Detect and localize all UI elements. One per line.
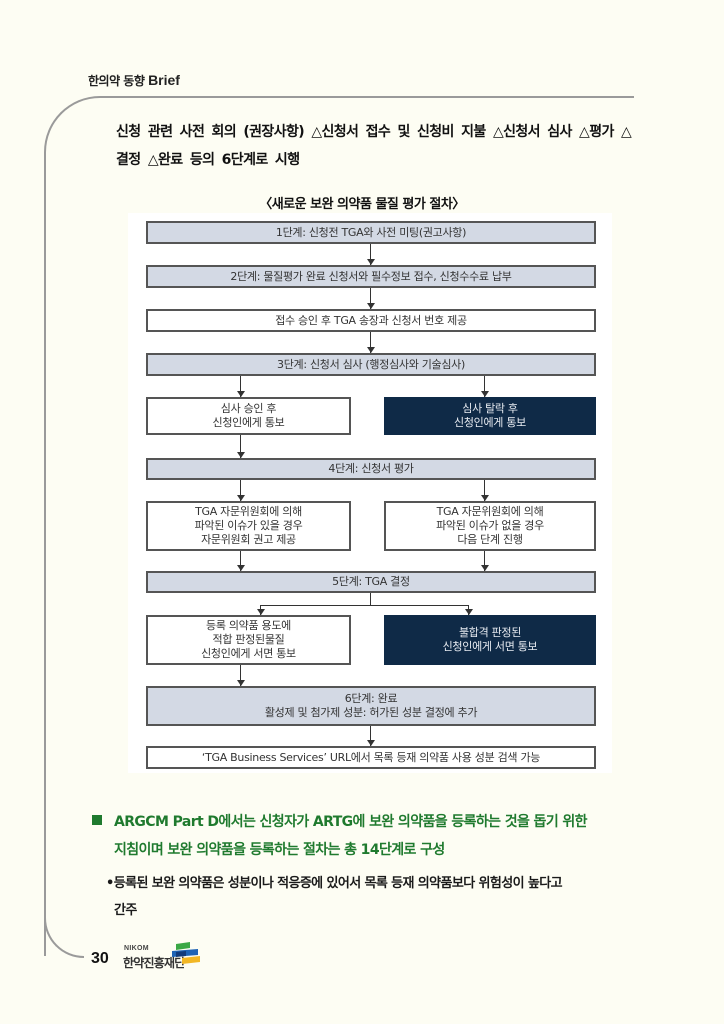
logo-text-ko: 한약진흥재단 <box>123 956 185 970</box>
arrow-down-icon <box>257 609 265 615</box>
arrow-down-icon <box>481 495 489 501</box>
connector <box>370 593 371 605</box>
arrow-down-icon <box>465 609 473 615</box>
connector <box>484 480 485 501</box>
bullet-dot-icon: • <box>106 876 114 891</box>
flow-final-label: ‘TGA Business Services’ URL에서 목록 등재 의약품 … <box>201 750 541 764</box>
flow-stage-2-label: 2단계: 물질평가 완료 신청서와 필수정보 접수, 신청수수료 납부 <box>230 269 512 283</box>
flow-review-pass-line2: 신청인에게 통보 <box>212 416 285 429</box>
bullet-line2: 간주 <box>114 903 137 918</box>
flow-issue-none-line2: 파악된 이슈가 없을 경우 <box>436 519 544 532</box>
square-bullet-icon <box>92 815 102 825</box>
connector <box>240 435 241 458</box>
flow-issue-found-line2: 파악된 이슈가 있을 경우 <box>194 519 303 532</box>
connector <box>484 551 485 571</box>
flow-stage-6-line2: 활성제 및 첨가제 성분: 허가된 성분 결정에 추가 <box>264 706 478 719</box>
flow-review-fail-line1: 심사 탈락 후 <box>462 402 518 415</box>
connector <box>240 376 241 397</box>
nikom-logo-icon <box>172 942 200 964</box>
arrow-down-icon <box>481 391 489 397</box>
arrow-down-icon <box>237 495 245 501</box>
connector <box>370 288 371 309</box>
connector <box>370 332 371 353</box>
arrow-down-icon <box>367 740 375 746</box>
flow-stage-4-label: 4단계: 신청서 평가 <box>328 462 414 475</box>
logo-text-en: NIKOM <box>124 945 149 952</box>
page-number: 30 <box>91 950 109 967</box>
running-header: 한의약 동향 Brief <box>88 72 180 89</box>
flow-issue-none-line1: TGA 자문위원회에 의해 <box>436 505 544 518</box>
flow-stage-5-label: 5단계: TGA 결정 <box>332 575 410 588</box>
arrow-down-icon <box>237 565 245 571</box>
flow-stage-2: 2단계: 물질평가 완료 신청서와 필수정보 접수, 신청수수료 납부 <box>146 265 596 288</box>
flow-rejected-line1: 불합격 판정된 <box>458 626 522 639</box>
connector <box>240 480 241 501</box>
connector <box>370 726 371 746</box>
flow-stage-3: 3단계: 신청서 심사 (행정심사와 기술심사) <box>146 353 596 376</box>
arrow-down-icon <box>237 680 245 686</box>
arrow-down-icon <box>481 565 489 571</box>
connector <box>484 376 485 397</box>
flow-issue-found-line1: TGA 자문위원회에 의해 <box>195 505 302 518</box>
flow-stage-1-label: 1단계: 신청전 TGA와 사전 미팅(권고사항) <box>275 225 467 239</box>
flow-issue-none-line3: 다음 단계 진행 <box>457 533 523 546</box>
flow-final: ‘TGA Business Services’ URL에서 목록 등재 의약품 … <box>146 746 596 769</box>
page-frame-decoration <box>44 96 634 956</box>
arrow-down-icon <box>237 391 245 397</box>
flow-approved-line3: 신청인에게 서면 통보 <box>201 647 296 660</box>
flow-rejected-line2: 신청인에게 서면 통보 <box>442 640 538 653</box>
section-heading-line1: ARGCM Part D에서는 신청자가 ARTG에 보완 의약품을 등록하는 … <box>114 814 588 830</box>
flow-approved-line1: 등록 의약품 용도에 <box>206 619 291 632</box>
header-title-ko: 한의약 동향 <box>88 74 149 88</box>
flow-stage-6-line1: 6단계: 완료 <box>344 692 398 705</box>
header-title-brief: Brief <box>148 72 180 88</box>
flow-stage-4: 4단계: 신청서 평가 <box>146 458 596 480</box>
flowchart: 1단계: 신청전 TGA와 사전 미팅(권고사항) 2단계: 물질평가 완료 신… <box>128 213 612 773</box>
arrow-down-icon <box>367 347 375 353</box>
connector <box>240 551 241 571</box>
flow-receipt-label: 접수 승인 후 TGA 송장과 신청서 번호 제공 <box>275 313 467 327</box>
section-heading: ARGCM Part D에서는 신청자가 ARTG에 보완 의약품을 등록하는 … <box>92 808 637 864</box>
arrow-down-icon <box>367 303 375 309</box>
intro-paragraph: 신청 관련 사전 회의 (권장사항) △신청서 접수 및 신청비 지불 △신청서… <box>116 124 632 168</box>
flow-issue-found-line3: 자문위원회 권고 제공 <box>201 533 296 546</box>
connector <box>260 605 468 606</box>
bullet-paragraph: •등록된 보완 의약품은 성분이나 적응증에 있어서 목록 등재 의약품보다 위… <box>106 870 641 924</box>
section-heading-line2: 지침이며 보완 의약품을 등록하는 절차는 총 14단계로 구성 <box>114 842 445 858</box>
arrow-down-icon <box>237 452 245 458</box>
connector <box>240 665 241 686</box>
bullet-line1: 등록된 보완 의약품은 성분이나 적응증에 있어서 목록 등재 의약품보다 위험… <box>113 876 563 891</box>
flow-stage-5: 5단계: TGA 결정 <box>146 571 596 593</box>
flow-stage-1: 1단계: 신청전 TGA와 사전 미팅(권고사항) <box>146 221 596 244</box>
flow-receipt: 접수 승인 후 TGA 송장과 신청서 번호 제공 <box>146 309 596 332</box>
flow-review-fail-line2: 신청인에게 통보 <box>454 416 526 429</box>
connector <box>370 244 371 265</box>
flowchart-caption: 〈새로운 보완 의약품 물질 평가 절차〉 <box>259 197 465 212</box>
flow-stage-3-label: 3단계: 신청서 심사 (행정심사와 기술심사) <box>277 357 465 371</box>
flow-approved-line2: 적합 판정된물질 <box>212 633 285 646</box>
arrow-down-icon <box>367 259 375 265</box>
flow-review-pass-line1: 심사 승인 후 <box>220 402 277 415</box>
